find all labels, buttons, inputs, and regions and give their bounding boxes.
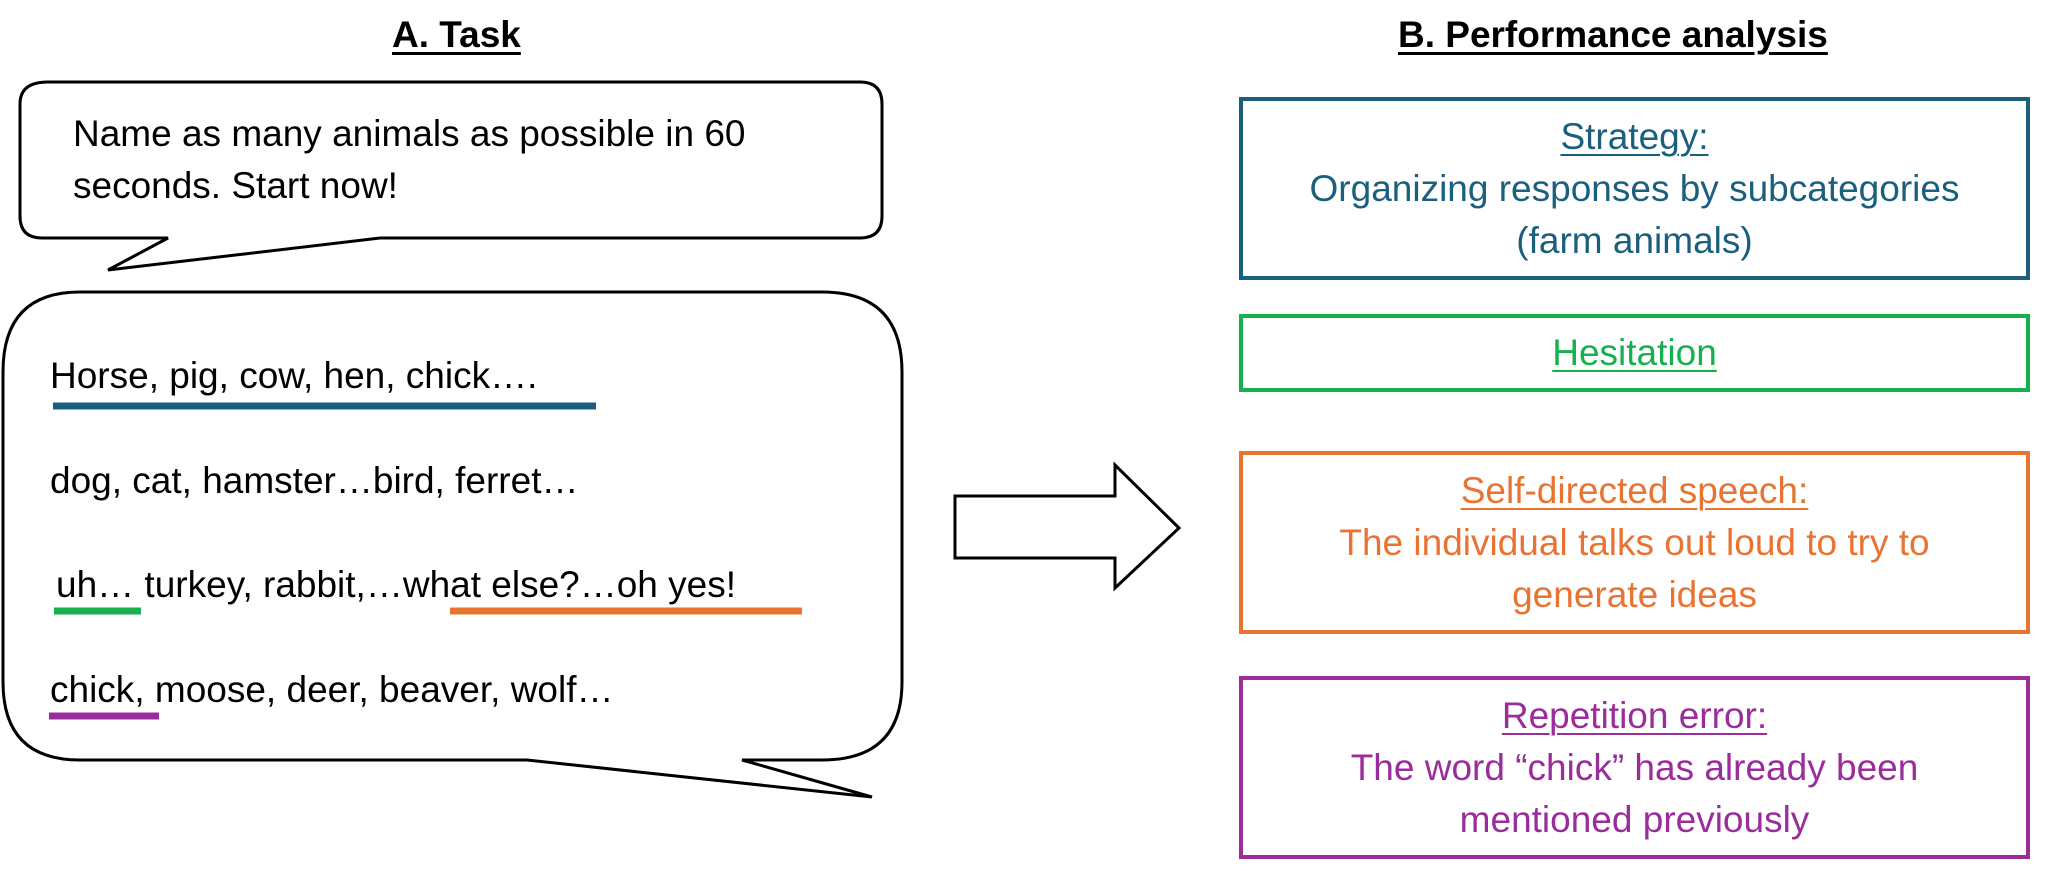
response-line-4-rest: , moose, deer, beaver, wolf…: [134, 669, 614, 710]
response-line-3: uh… turkey, rabbit,…what else?…oh yes!: [56, 564, 736, 606]
panel-a-heading: A. Task: [392, 14, 521, 55]
panel-b-heading: B. Performance analysis: [1398, 14, 1828, 55]
repetition-error-line-1: The word “chick” has already been: [1350, 746, 1919, 788]
prompt-speech-bubble: [18, 80, 884, 272]
repetition-error-title: Repetition error:: [1501, 694, 1768, 736]
repeated-word: chick: [50, 669, 135, 710]
prompt-text: Name as many animals as possible in 60 s…: [73, 108, 746, 212]
right-arrow-icon: [953, 461, 1182, 592]
self-directed-speech-line-2: generate ideas: [1512, 573, 1757, 615]
repetition-error-line-2: mentioned previously: [1459, 798, 1810, 840]
prompt-line-2: seconds. Start now!: [73, 165, 398, 206]
prompt-line-1: Name as many animals as possible in 60: [73, 113, 746, 154]
response-line-4: chick, moose, deer, beaver, wolf…: [50, 669, 614, 711]
strategy-title: Strategy:: [1560, 115, 1709, 157]
strategy-box: Strategy: Organizing responses by subcat…: [1239, 97, 2030, 280]
self-directed-speech-line-1: The individual talks out loud to try to: [1339, 521, 1930, 563]
response-line-3-middle: turkey, rabbit,…: [134, 564, 403, 605]
strategy-line-2: (farm animals): [1516, 219, 1753, 261]
self-directed-speech-box: Self-directed speech: The individual tal…: [1239, 451, 2030, 634]
hesitation-title: Hesitation: [1552, 332, 1717, 373]
hesitation-phrase: uh…: [56, 564, 135, 605]
strategy-line-1: Organizing responses by subcategories: [1309, 167, 1960, 209]
hesitation-box: Hesitation: [1239, 314, 2030, 392]
response-speech-bubble: [1, 290, 904, 799]
response-line-2: dog, cat, hamster…bird, ferret…: [50, 460, 579, 501]
response-line-1: Horse, pig, cow, hen, chick….: [50, 355, 538, 396]
repetition-error-box: Repetition error: The word “chick” has a…: [1239, 676, 2030, 859]
self-directed-speech-phrase: what else?…oh yes!: [402, 564, 737, 605]
self-directed-speech-title: Self-directed speech:: [1460, 469, 1809, 511]
